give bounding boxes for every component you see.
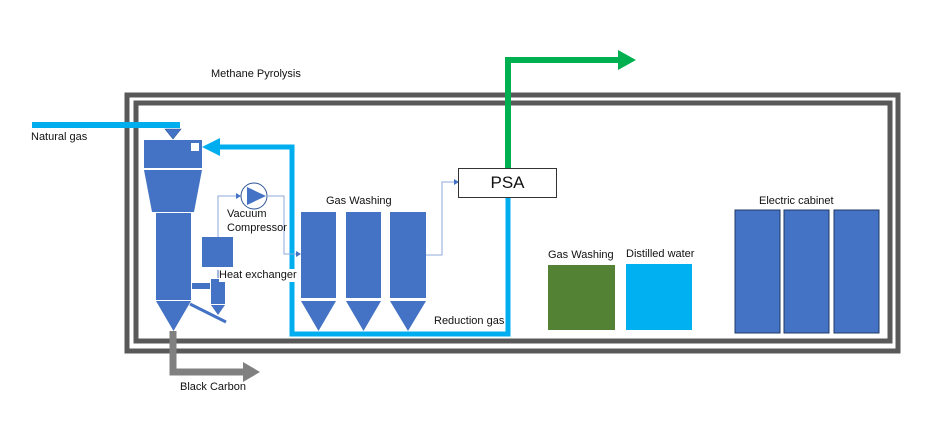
- reduction-gas-loop: [220, 144, 511, 337]
- psa-label: PSA: [490, 173, 525, 192]
- reactor-column: [156, 213, 191, 300]
- black-carbon-label: Black Carbon: [180, 381, 247, 393]
- gas-washing-tank: [548, 265, 615, 330]
- psa-unit: PSA: [458, 168, 557, 198]
- heat-exchanger: [202, 237, 233, 267]
- hydrogen-arrow-head: [618, 50, 636, 70]
- distilled-water-tank: [626, 264, 692, 330]
- electric-cabinet-3: [833, 209, 880, 334]
- electric-cabinet-2: [783, 209, 830, 334]
- reactor-cone: [144, 170, 202, 212]
- natural-gas-nozzle: [164, 128, 182, 140]
- washer-to-psa-pipe: [426, 181, 456, 256]
- vacuum-label: Vacuum: [227, 208, 267, 220]
- diagram-title: Methane Pyrolysis: [211, 68, 301, 80]
- compressor-label: Compressor: [227, 222, 287, 234]
- gas-washing-tank-label: Gas Washing: [548, 249, 614, 261]
- compressor-discharge-arrow: [296, 251, 301, 257]
- container-outer-frame: [124, 92, 901, 354]
- compressor-discharge-pipe: [268, 195, 298, 255]
- separator-cone: [211, 305, 225, 315]
- container-inner-frame: [133, 100, 893, 344]
- reactor-bottom-cone: [156, 301, 191, 331]
- reactor-port: [191, 143, 199, 151]
- discharge-chute: [189, 302, 227, 324]
- separator-column: [211, 279, 225, 304]
- electric-cabinet-label: Electric cabinet: [759, 195, 834, 207]
- compressor-impeller-icon: [247, 187, 266, 205]
- psa-inlet-arrow: [454, 179, 459, 185]
- gas-washing-towers-label: Gas Washing: [326, 195, 392, 207]
- hydrogen-output-line: [505, 57, 622, 168]
- compressor-suction-pipe: [217, 195, 240, 237]
- gas-washing-tower-3: [390, 212, 426, 331]
- distilled-water-label: Distilled water: [626, 248, 695, 260]
- heat-exchanger-label: Heat exchanger: [219, 269, 297, 282]
- connector-pipe: [192, 283, 210, 289]
- reduction-gas-label: Reduction gas: [434, 315, 505, 327]
- gas-washing-tower-1: [301, 212, 336, 331]
- electric-cabinet-1: [734, 209, 781, 334]
- compressor-suction-arrow: [236, 193, 241, 199]
- gas-washing-tower-2: [346, 212, 381, 331]
- black-carbon-line: [169, 331, 245, 376]
- natural-gas-label: Natural gas: [31, 131, 88, 143]
- black-carbon-arrow-head: [243, 362, 260, 382]
- reduction-gas-arrow-head: [202, 138, 220, 156]
